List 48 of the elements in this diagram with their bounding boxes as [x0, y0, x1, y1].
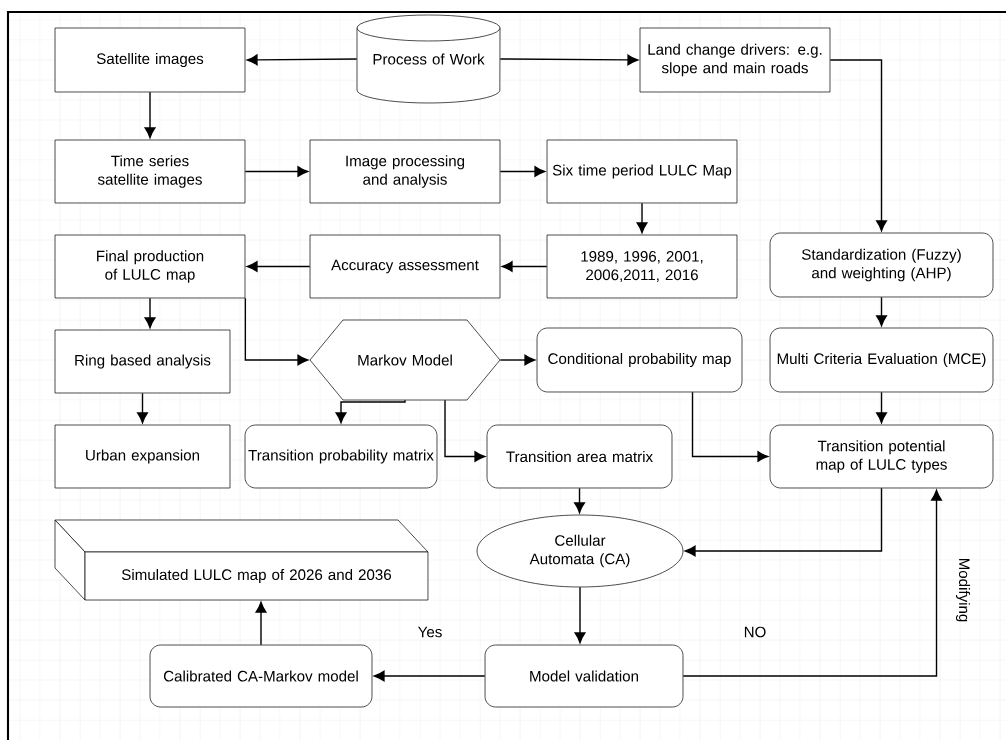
arrow	[501, 261, 548, 272]
process-box: Final production of LULC map	[54, 234, 246, 299]
arrow	[876, 296, 887, 327]
process-box: Time series satellite images	[54, 139, 246, 204]
process-box: Satellite images	[54, 27, 246, 93]
arrow	[244, 166, 309, 177]
process-box: Urban expansion	[54, 424, 231, 489]
process-box: Transition probability matrix	[244, 424, 438, 489]
arrow	[574, 586, 586, 644]
arrow	[829, 59, 887, 232]
arrow	[691, 391, 769, 462]
arrow	[684, 487, 883, 557]
arrow	[144, 297, 156, 329]
arrow	[244, 297, 309, 366]
process-box: 1989, 1996, 2001, 2006,2011, 2016	[546, 234, 738, 299]
arrow	[876, 391, 887, 424]
arrow	[137, 392, 148, 424]
arrow	[255, 601, 267, 646]
arrow	[499, 354, 536, 366]
process-box: Multi Criteria Evaluation (MCE)	[769, 327, 994, 393]
process-box: Accuracy assessment	[309, 234, 501, 299]
output-block: Simulated LULC map of 2026 and 2036	[54, 519, 429, 601]
storage-cylinder: Process of Work	[356, 14, 501, 104]
process-box: Model validation	[484, 644, 684, 708]
arrow	[636, 202, 648, 234]
process-box: Transition area matrix	[486, 424, 673, 489]
process-box: Six time period LULC Map	[546, 139, 738, 204]
arrow	[499, 166, 546, 177]
arrow	[246, 54, 358, 66]
arrow	[444, 399, 486, 462]
process-box: Ring based analysis	[54, 329, 231, 394]
vertical-label: Modifying	[955, 558, 971, 622]
process-box: Land change drivers: e.g. slope and main roads	[639, 27, 831, 93]
arrow	[574, 487, 585, 514]
edge-label: Yes	[415, 625, 445, 640]
arrow	[144, 91, 156, 139]
process-box: Conditional probability map	[536, 327, 743, 393]
process-box: Transition potential map of LULC types	[769, 424, 994, 489]
hexagon-node: Markov Model	[309, 319, 501, 401]
process-box: Standardization (Fuzzy) and weighting (AHP)	[769, 232, 994, 298]
arrow	[246, 261, 311, 272]
arrow	[499, 54, 639, 66]
arrow	[373, 670, 486, 682]
process-box: Calibrated CA-Markov model	[149, 644, 373, 708]
arrow	[335, 399, 406, 424]
edge-label: NO	[741, 624, 769, 640]
process-box: Image processing and analysis	[309, 139, 501, 204]
arrow	[682, 489, 942, 677]
